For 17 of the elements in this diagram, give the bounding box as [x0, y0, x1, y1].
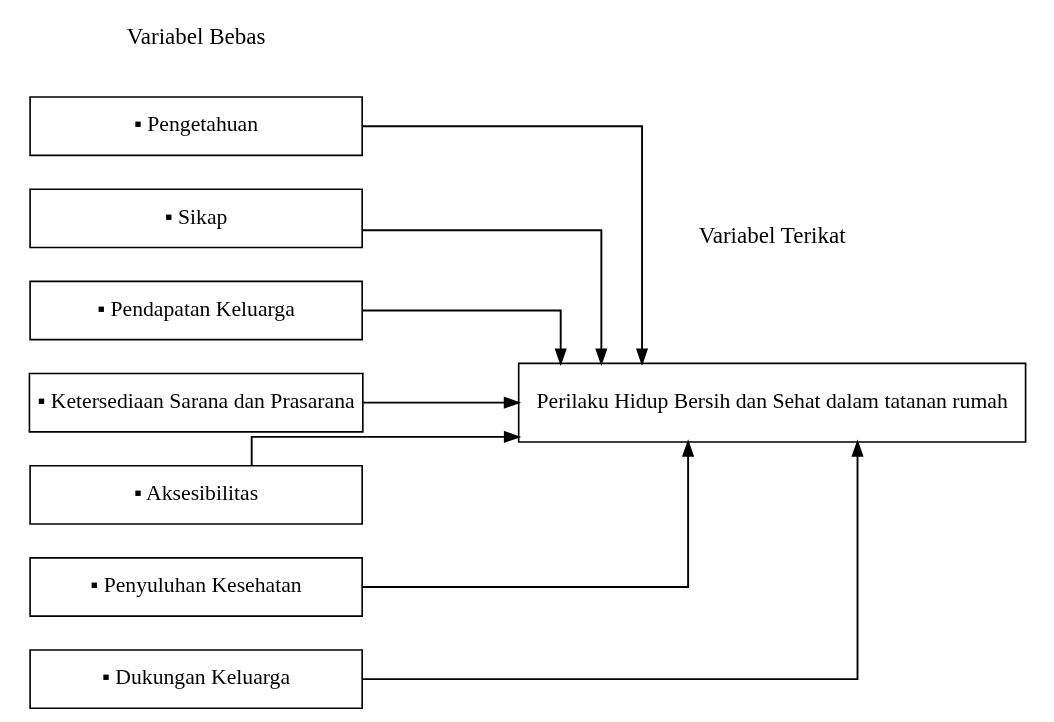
node-box: ▪ Pengetahuan [28, 96, 363, 157]
node-box: ▪ Ketersediaan Sarana dan Prasarana [28, 372, 364, 433]
arrow [361, 229, 607, 366]
arrow [360, 439, 694, 588]
arrow [360, 439, 864, 681]
node-box: ▪ Dukungan Keluarga [28, 649, 363, 710]
node-box: Perilaku Hidup Bersih dan Sehat dalam tatanan rumah [517, 362, 1026, 443]
label: Variabel Bebas [126, 22, 266, 49]
arrow [250, 430, 521, 467]
node-box: ▪ Aksesibilitas [28, 464, 363, 525]
arrow [360, 125, 648, 366]
node-box: ▪ Pendapatan Keluarga [28, 280, 363, 341]
arrow [361, 396, 521, 409]
node-box: ▪ Penyuluhan Kesehatan [28, 557, 363, 617]
arrow [360, 309, 567, 366]
node-box: ▪ Sikap [28, 188, 363, 249]
label: Variabel Terikat [698, 221, 846, 248]
